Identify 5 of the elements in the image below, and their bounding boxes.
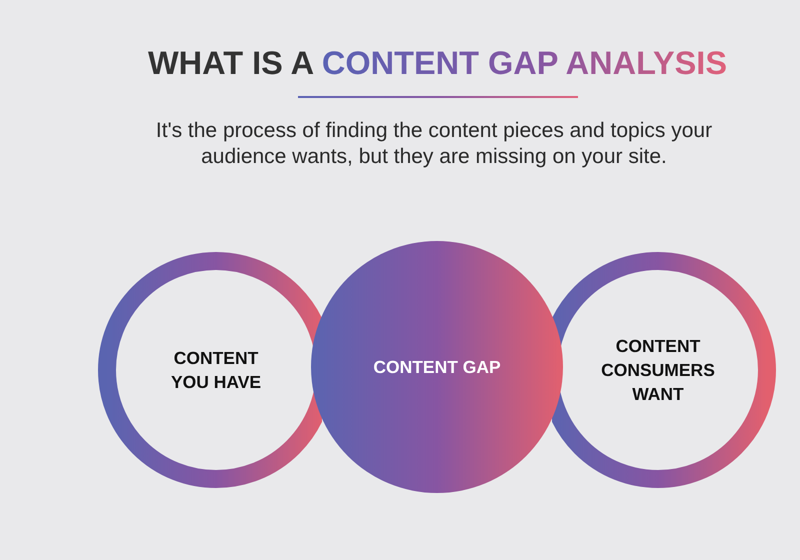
circle-label: CONTENT GAP [372,356,502,379]
circle-label: CONTENT CONSUMERS WANT [600,335,716,406]
description-text: It's the process of finding the content pieces and topics your audience wants, but they are missing on your site. [154,118,714,170]
circle-label: CONTENT YOU HAVE [170,347,262,394]
gradient-circle [311,241,563,493]
